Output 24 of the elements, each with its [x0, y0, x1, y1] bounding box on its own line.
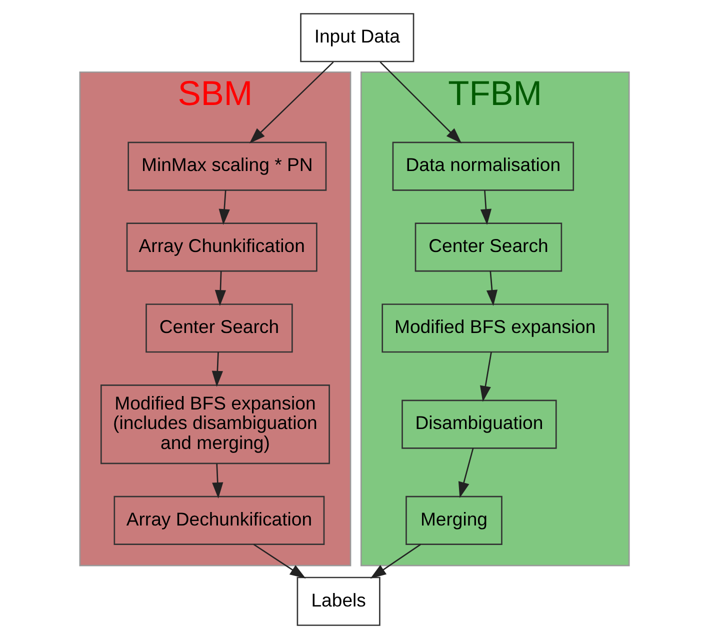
arrow [486, 271, 498, 306]
arrow [214, 271, 226, 306]
arrow [370, 544, 421, 579]
arrow [249, 62, 334, 144]
node-box: Modified BFS expansion [382, 304, 609, 353]
node-box: Center Search [146, 304, 293, 353]
node-box: MinMax scaling * PN [128, 142, 327, 191]
arrow [380, 62, 462, 144]
arrow [480, 352, 492, 402]
node-box: Center Search [414, 222, 562, 272]
node-box: Merging [406, 496, 502, 545]
node-box: Data normalisation [392, 142, 574, 191]
arrow [212, 352, 223, 387]
node-box: Disambiguation [402, 400, 557, 449]
arrow [458, 448, 474, 498]
node-box: Modified BFS expansion (includes disambiguation and merging) [100, 384, 330, 464]
arrow [212, 464, 224, 498]
arrow [218, 190, 230, 226]
node-box: Input Data [300, 13, 414, 62]
node-box: Array Dechunkification [114, 496, 325, 545]
arrow [253, 544, 306, 579]
node-box: Array Chunkification [126, 222, 318, 272]
arrow [480, 190, 492, 226]
node-box: Labels [296, 576, 380, 626]
